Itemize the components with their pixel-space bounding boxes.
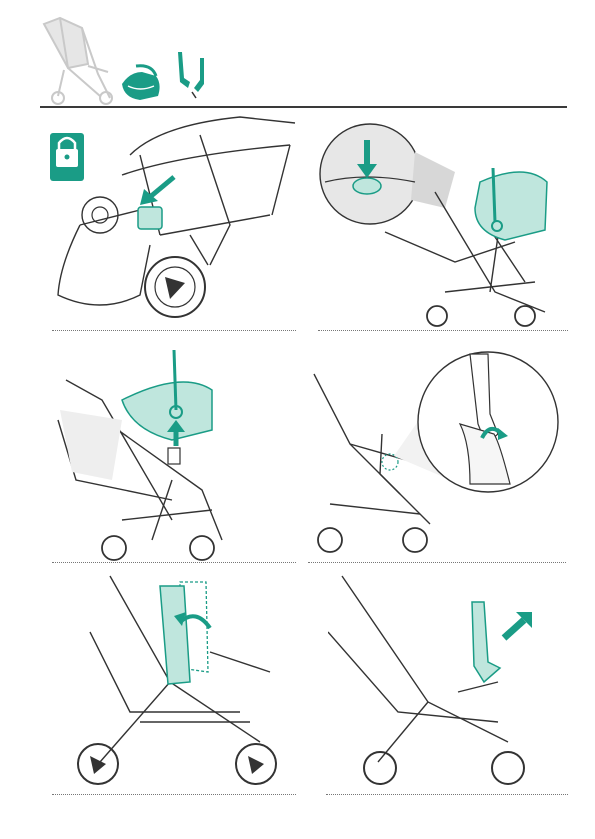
page-header	[0, 0, 595, 110]
step-5-panel	[60, 572, 296, 792]
press-down-arrow-icon	[140, 177, 174, 205]
zoom-callout-icon	[394, 352, 558, 492]
separator-row-1-right	[318, 330, 568, 331]
separator-row-3-right	[326, 794, 568, 795]
remove-diagonal-arrow-icon	[504, 612, 532, 638]
zoom-callout-icon	[320, 124, 455, 224]
separator-row-1-left	[52, 330, 296, 331]
header-divider	[40, 106, 567, 108]
step-1-panel	[40, 115, 302, 327]
separator-row-3-left	[52, 794, 296, 795]
separator-row-2-right	[308, 562, 566, 563]
step-3-panel	[52, 340, 292, 562]
infant-car-seat-icon	[118, 62, 164, 104]
step-4-panel	[310, 344, 568, 564]
car-seat-adapters-icon	[170, 48, 216, 100]
step-2-panel	[315, 112, 565, 330]
stroller-icon	[38, 14, 128, 106]
lock-icon	[50, 133, 84, 181]
separator-row-2-left	[52, 562, 296, 563]
step-6-panel	[328, 572, 568, 792]
